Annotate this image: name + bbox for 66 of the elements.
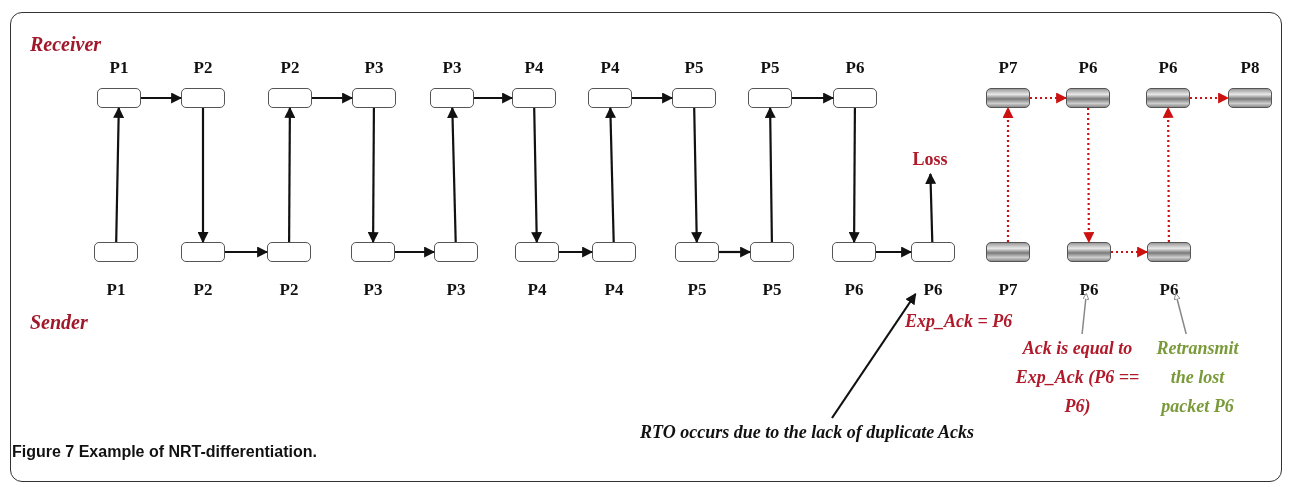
arrow bbox=[367, 108, 379, 244]
packet-label: P3 bbox=[363, 58, 385, 78]
packet-label: P6 bbox=[1077, 58, 1099, 78]
packet-label: P3 bbox=[362, 280, 384, 300]
arrow bbox=[197, 108, 209, 244]
arrow bbox=[605, 106, 617, 243]
arrow bbox=[1083, 108, 1095, 244]
arrow bbox=[792, 92, 835, 104]
arrow bbox=[474, 92, 514, 104]
packet-label: P6 bbox=[1157, 58, 1179, 78]
arrow bbox=[632, 92, 674, 104]
packet-label: P5 bbox=[759, 58, 781, 78]
arrow bbox=[1111, 246, 1149, 258]
arrow bbox=[1190, 92, 1230, 104]
packet-label: P4 bbox=[603, 280, 625, 300]
figure-caption: Figure 7 Example of NRT-differentiation. bbox=[12, 443, 317, 461]
annotation-text: Exp_Ack = P6 bbox=[905, 310, 1013, 333]
packet-label: P5 bbox=[683, 58, 705, 78]
arrow bbox=[1173, 292, 1187, 335]
packet-label: P3 bbox=[441, 58, 463, 78]
packet-label: P6 bbox=[1158, 280, 1180, 300]
packet-label: P3 bbox=[445, 280, 467, 300]
arrow bbox=[225, 246, 269, 258]
packet-label: P4 bbox=[526, 280, 548, 300]
packet-label: P2 bbox=[192, 58, 214, 78]
arrow bbox=[113, 106, 125, 243]
arrow bbox=[1002, 106, 1014, 242]
packet-label: P6 bbox=[1078, 280, 1100, 300]
packet-label: P7 bbox=[997, 58, 1019, 78]
arrow bbox=[925, 172, 937, 243]
arrow bbox=[876, 246, 913, 258]
arrow bbox=[691, 107, 703, 244]
loss-label: Loss bbox=[900, 145, 960, 174]
packet-label: P2 bbox=[279, 58, 301, 78]
packet-label: P6 bbox=[922, 280, 944, 300]
annotation-text: Ack is equal to Exp_Ack (P6 == P6) bbox=[1015, 334, 1140, 421]
packet-label: P5 bbox=[686, 280, 708, 300]
packet-label: P4 bbox=[523, 58, 545, 78]
arrow bbox=[1081, 292, 1090, 335]
arrow bbox=[141, 92, 183, 104]
arrow bbox=[719, 246, 752, 258]
arrow bbox=[1162, 106, 1174, 242]
arrow bbox=[1030, 92, 1068, 104]
packet-label: P2 bbox=[278, 280, 300, 300]
annotation-text: RTO occurs due to the lack of duplicate Acks bbox=[640, 418, 1120, 447]
packet-label: P1 bbox=[108, 58, 130, 78]
packet-label: P8 bbox=[1239, 58, 1261, 78]
packet-label: P2 bbox=[192, 280, 214, 300]
row-title: Receiver bbox=[30, 32, 102, 57]
arrow bbox=[312, 92, 354, 104]
arrow bbox=[559, 246, 594, 258]
arrow bbox=[764, 106, 776, 242]
arrow bbox=[447, 106, 459, 243]
packet-label: P4 bbox=[599, 58, 621, 78]
arrow bbox=[848, 108, 860, 244]
arrow bbox=[284, 106, 296, 242]
packet-label: P1 bbox=[105, 280, 127, 300]
row-title: Sender bbox=[30, 310, 88, 335]
annotation-text: Retransmit the lost packet P6 bbox=[1150, 334, 1245, 421]
packet-label: P5 bbox=[761, 280, 783, 300]
arrow bbox=[831, 293, 917, 419]
packet-label: P6 bbox=[843, 280, 865, 300]
packet-label: P6 bbox=[844, 58, 866, 78]
packet-label: P7 bbox=[997, 280, 1019, 300]
arrow bbox=[531, 107, 543, 244]
arrow bbox=[395, 246, 436, 258]
